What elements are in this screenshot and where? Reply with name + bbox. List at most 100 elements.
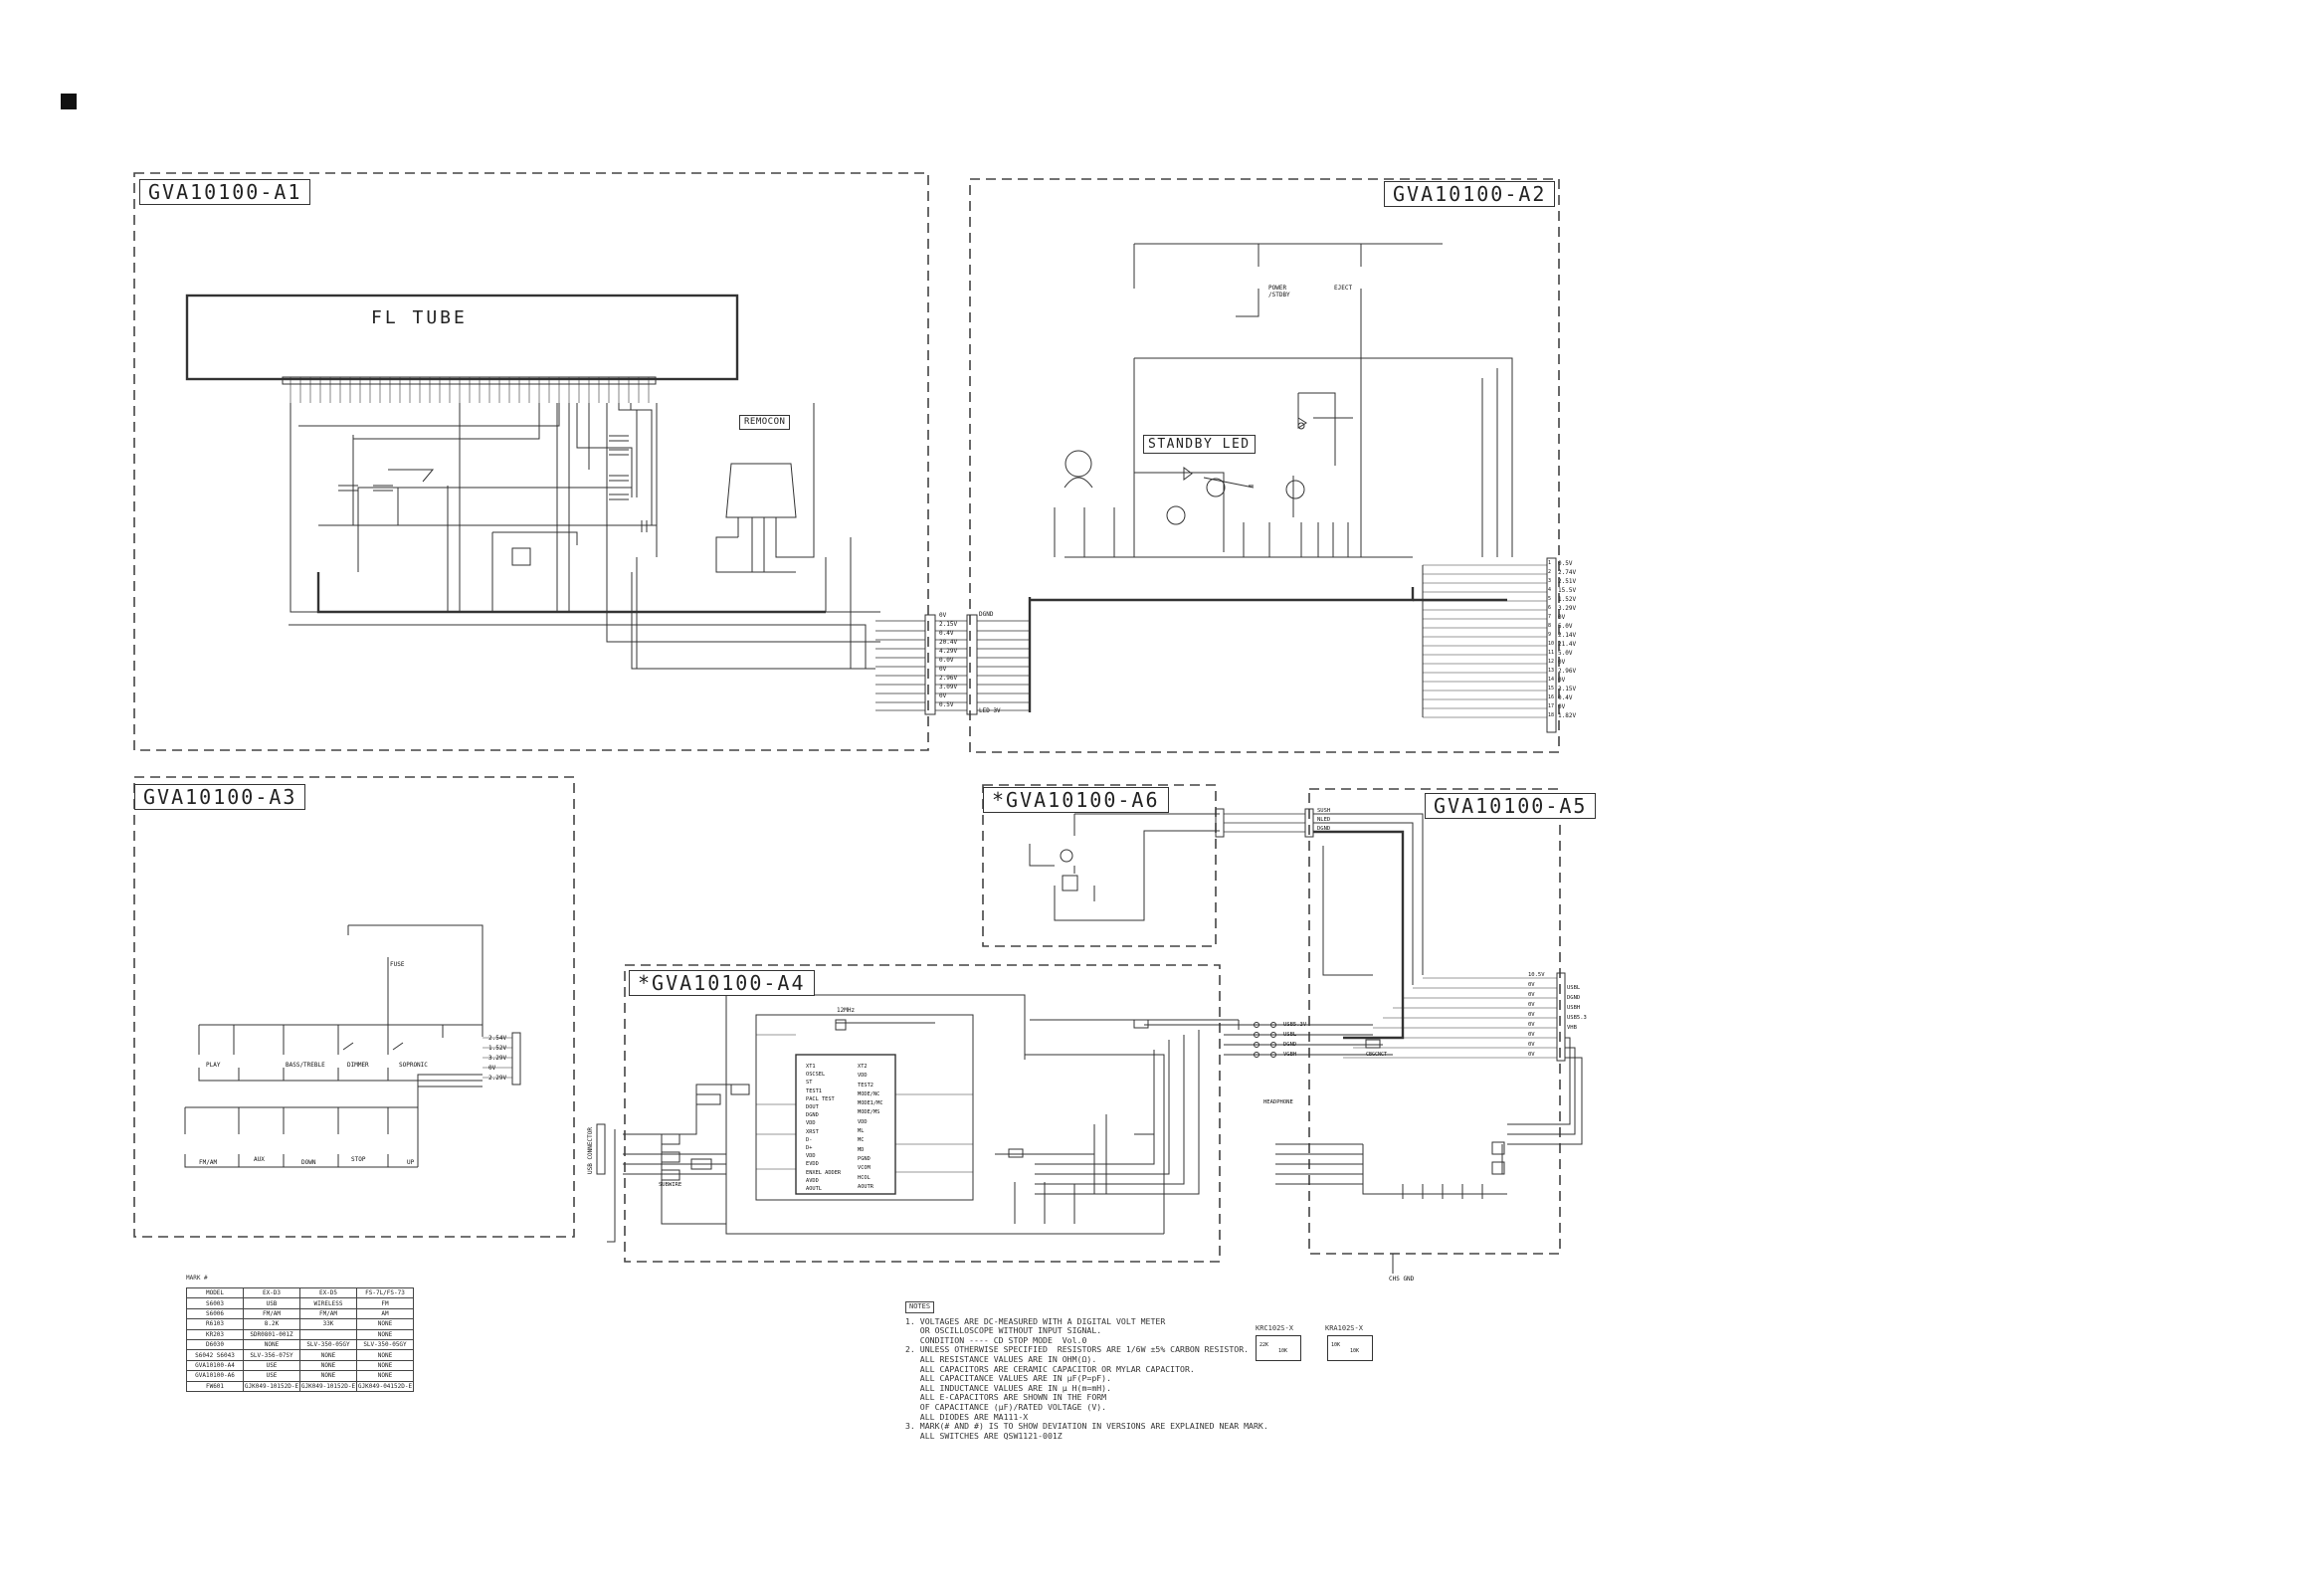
connector-a5-top-voltages: 10.5V 0V 0V 0V 0V 0V 0V 0V 0V (1528, 970, 1545, 1060)
a6-sush: SUSH (1317, 808, 1331, 814)
icl-7: VDD (806, 1120, 816, 1127)
mark-table-cell: FM (356, 1297, 414, 1309)
block-a5-outline (1308, 788, 1561, 1255)
a2p-12: 13 (1548, 668, 1555, 674)
mark-table-cell: FM/AM (299, 1307, 357, 1320)
icl-9: D- (806, 1136, 813, 1143)
a1c-v8: 3.09V (939, 684, 958, 691)
a2c-v13: 0V (1558, 677, 1566, 684)
mark-table-cell: WIRELESS (299, 1297, 357, 1309)
fl-tube-pin-header (282, 376, 657, 385)
a2p-4: 5 (1548, 596, 1552, 602)
a2p-1: 2 (1548, 569, 1552, 575)
connector-a6-labels: SUSH NLED DGND (1317, 807, 1330, 834)
a2c-v8: 2.14V (1558, 632, 1577, 639)
connector-a1-dgnd: DGND (979, 611, 994, 618)
mark-table-cell: 33K (299, 1318, 357, 1330)
switch-aux-label: AUX (254, 1156, 265, 1163)
fuse-label: FUSE (390, 961, 405, 968)
a3-v4: 0V (488, 1065, 496, 1072)
connector-a1-led: LED 3V (979, 707, 1001, 714)
note-line: ALL DIODES ARE MA111-X (905, 1411, 1029, 1422)
a5-usbh: USBH (1567, 1005, 1581, 1011)
icl-11: VDD (806, 1153, 816, 1160)
block-a6-outline (982, 784, 1217, 947)
rec-label: CBGCNCT (1366, 1052, 1388, 1058)
a2p-3: 4 (1548, 587, 1552, 593)
mark-table-cell: NONE (356, 1370, 414, 1382)
a2p-11: 12 (1548, 659, 1555, 665)
connector-a5 (1556, 972, 1566, 1062)
icl-6: DGND (806, 1112, 819, 1119)
a2c-v10: 5.0V (1558, 650, 1573, 657)
a2c-v4: 1.52V (1558, 596, 1577, 603)
a2p-15: 16 (1548, 694, 1555, 700)
note-line: ALL RESISTANCE VALUES ARE IN OHM(Ω). (905, 1353, 1097, 1364)
note-line: ALL CAPACITANCE VALUES ARE IN μF(P=pF). (905, 1373, 1112, 1384)
a1c-v10: 0.5V (939, 701, 954, 708)
a4-usbl: USBL (1283, 1032, 1297, 1038)
connector-a2-voltages: 0.5V 2.74V 2.51V 15.5V 1.52V 3.29V 0V 5.… (1558, 559, 1576, 720)
mark-table-cell: SLV-350-05GY (299, 1338, 357, 1351)
headphone-label: HEADPHONE (1263, 1099, 1293, 1105)
icl-10: D+ (806, 1145, 813, 1152)
part-kra102s-symbol: 10K 10K (1327, 1335, 1373, 1361)
a2p-2: 3 (1548, 578, 1552, 584)
connector-a3-voltages: 2.54V 1.52V 3.29V 0V 2.29V (488, 1034, 506, 1084)
a2p-9: 10 (1548, 641, 1555, 647)
mark-table-cell: S6006 (186, 1307, 244, 1320)
a1c-v7: 2.96V (939, 675, 958, 682)
switch-fm-am-label: FM/AM (199, 1159, 218, 1166)
a1c-v4: 4.29V (939, 648, 958, 655)
mark-table-cell: GJK049-10152D-E (243, 1380, 300, 1392)
a3-v5: 2.29V (488, 1075, 507, 1082)
notes-tag: NOTES (905, 1301, 935, 1313)
a2c-v11: 0V (1558, 659, 1566, 666)
mark-table-cell: USB (243, 1297, 300, 1309)
part-krc102s-symbol: 22K 10K (1256, 1335, 1301, 1361)
a1c-v9: 0V (939, 692, 947, 699)
switch-stop-label: STOP (351, 1156, 366, 1163)
a2p-17: 18 (1548, 712, 1555, 718)
a6-dgnd: DGND (1317, 826, 1331, 832)
icl-12: EVDD (806, 1161, 819, 1168)
kra-r2: 10K (1350, 1348, 1360, 1354)
icr-11: VCOM (858, 1165, 871, 1172)
mark-table-cell: NONE (299, 1349, 357, 1361)
mark-table-cell: EX-D5 (299, 1286, 357, 1299)
mark-table-cell (299, 1328, 357, 1340)
a5t-3: 0V (1528, 1002, 1535, 1008)
icl-8: XRST (806, 1128, 819, 1135)
a2c-v15: 0.4V (1558, 694, 1573, 701)
fl-tube-label: FL TUBE (371, 307, 468, 328)
a5-vhb: VHB (1567, 1025, 1577, 1031)
a5-usb53: USB5.3 (1567, 1015, 1587, 1021)
a5-dgnd: DGND (1567, 995, 1581, 1001)
mark-table-cell: NONE (356, 1318, 414, 1330)
icr-7: ML (858, 1128, 865, 1135)
a2c-v6: 0V (1558, 614, 1566, 621)
mark-table-cell: NONE (356, 1328, 414, 1340)
block-label-a4: *GVA10100-A4 (629, 970, 815, 996)
block-a4-outline (624, 964, 1221, 1263)
icl-13: ENXEL ADDER (806, 1169, 842, 1176)
ic-right-pin-labels: XT2 VDD TEST2 MODE/NC MODE1/MC MODE/MS V… (858, 1063, 883, 1192)
chassis-ground-label: CHS GND (1389, 1276, 1415, 1283)
a5t-2: 0V (1528, 992, 1535, 998)
mark-table-cell: MODEL (186, 1286, 244, 1299)
krc-r1: 22K (1259, 1342, 1269, 1348)
a5-usbl: USBL (1567, 985, 1581, 991)
a2p-13: 14 (1548, 677, 1555, 683)
icr-0: XT2 (858, 1064, 868, 1070)
block-a2-outline (969, 178, 1560, 753)
switch-sopronic-label: SOPRONIC (399, 1062, 428, 1069)
a5t-0: 10.5V (1528, 972, 1545, 978)
a2c-v1: 2.74V (1558, 569, 1577, 576)
